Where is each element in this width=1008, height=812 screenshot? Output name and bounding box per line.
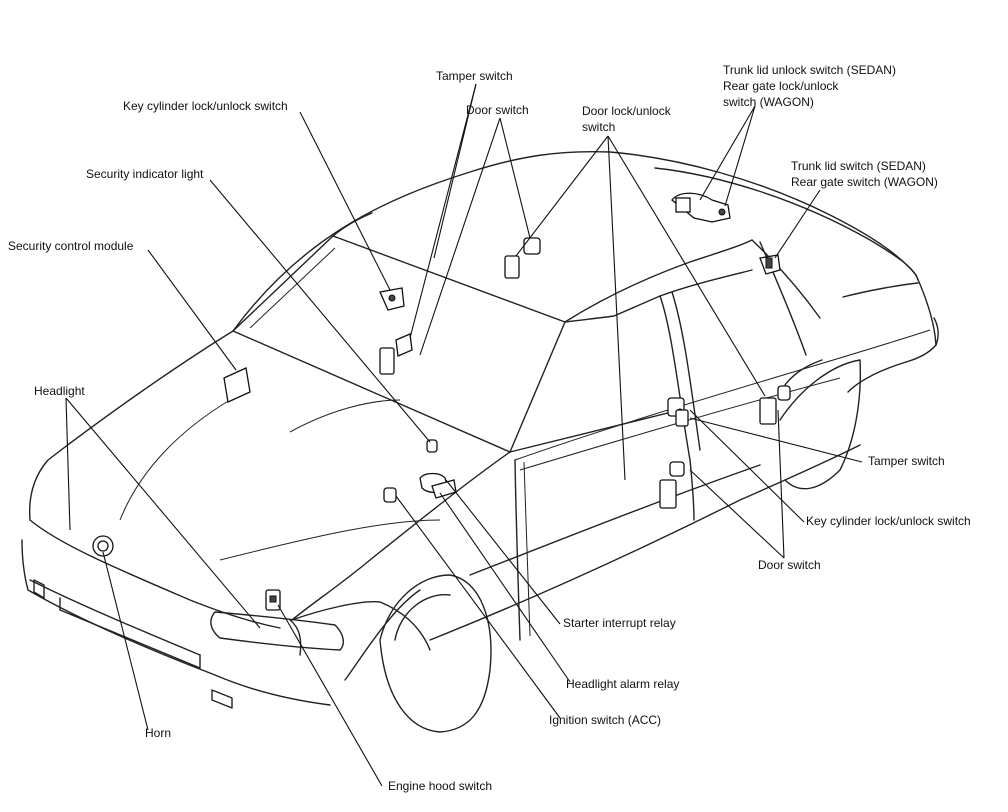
car-outline (21, 150, 939, 733)
label-door-switch-top: Door switch (466, 103, 529, 117)
labels: Tamper switch Key cylinder lock/unlock s… (8, 63, 971, 793)
label-trunk-lid-unlock-switch-1: Trunk lid unlock switch (SEDAN) (723, 63, 896, 77)
label-horn: Horn (145, 726, 171, 740)
component-door-switch-front-top (504, 237, 541, 279)
label-trunk-lid-switch-1: Trunk lid switch (SEDAN) (791, 159, 926, 173)
component-tamper-switch-top (379, 333, 413, 375)
label-door-lock-unlock-switch-2: switch (582, 120, 615, 134)
label-key-cylinder-switch-top: Key cylinder lock/unlock switch (123, 99, 288, 113)
component-security-indicator-light (426, 439, 438, 453)
leader-lines (65, 83, 863, 787)
component-trunk-lid-switch (759, 254, 781, 275)
component-trunk-lid-unlock-switch (671, 192, 731, 223)
component-key-cylinder-switch-top (379, 287, 405, 311)
label-door-switch-right: Door switch (758, 558, 821, 572)
label-trunk-lid-unlock-switch-2: Rear gate lock/unlock (723, 79, 839, 93)
label-trunk-lid-unlock-switch-3: switch (WAGON) (723, 95, 814, 109)
component-rear-key-cylinder-switch (675, 409, 689, 427)
component-rear-door-switch (659, 461, 685, 509)
component-horn (92, 535, 114, 557)
label-security-control-module: Security control module (8, 239, 134, 253)
label-security-indicator-light: Security indicator light (86, 167, 204, 181)
label-headlight-alarm-relay: Headlight alarm relay (566, 677, 679, 691)
label-ignition-switch: Ignition switch (ACC) (549, 713, 661, 727)
label-headlight: Headlight (34, 384, 85, 398)
label-door-lock-unlock-switch-1: Door lock/unlock (582, 104, 672, 118)
component-door-lock-unlock-switch-rear (759, 385, 791, 425)
label-starter-interrupt-relay: Starter interrupt relay (563, 616, 676, 630)
label-key-cylinder-switch-right: Key cylinder lock/unlock switch (806, 514, 971, 528)
label-engine-hood-switch: Engine hood switch (388, 779, 492, 793)
label-tamper-switch-top: Tamper switch (436, 69, 513, 83)
component-security-control-module (223, 367, 251, 403)
label-tamper-switch-right: Tamper switch (868, 454, 945, 468)
component-engine-hood-switch (265, 589, 281, 611)
component-ignition-switch (383, 487, 397, 503)
label-trunk-lid-switch-2: Rear gate switch (WAGON) (791, 175, 938, 189)
